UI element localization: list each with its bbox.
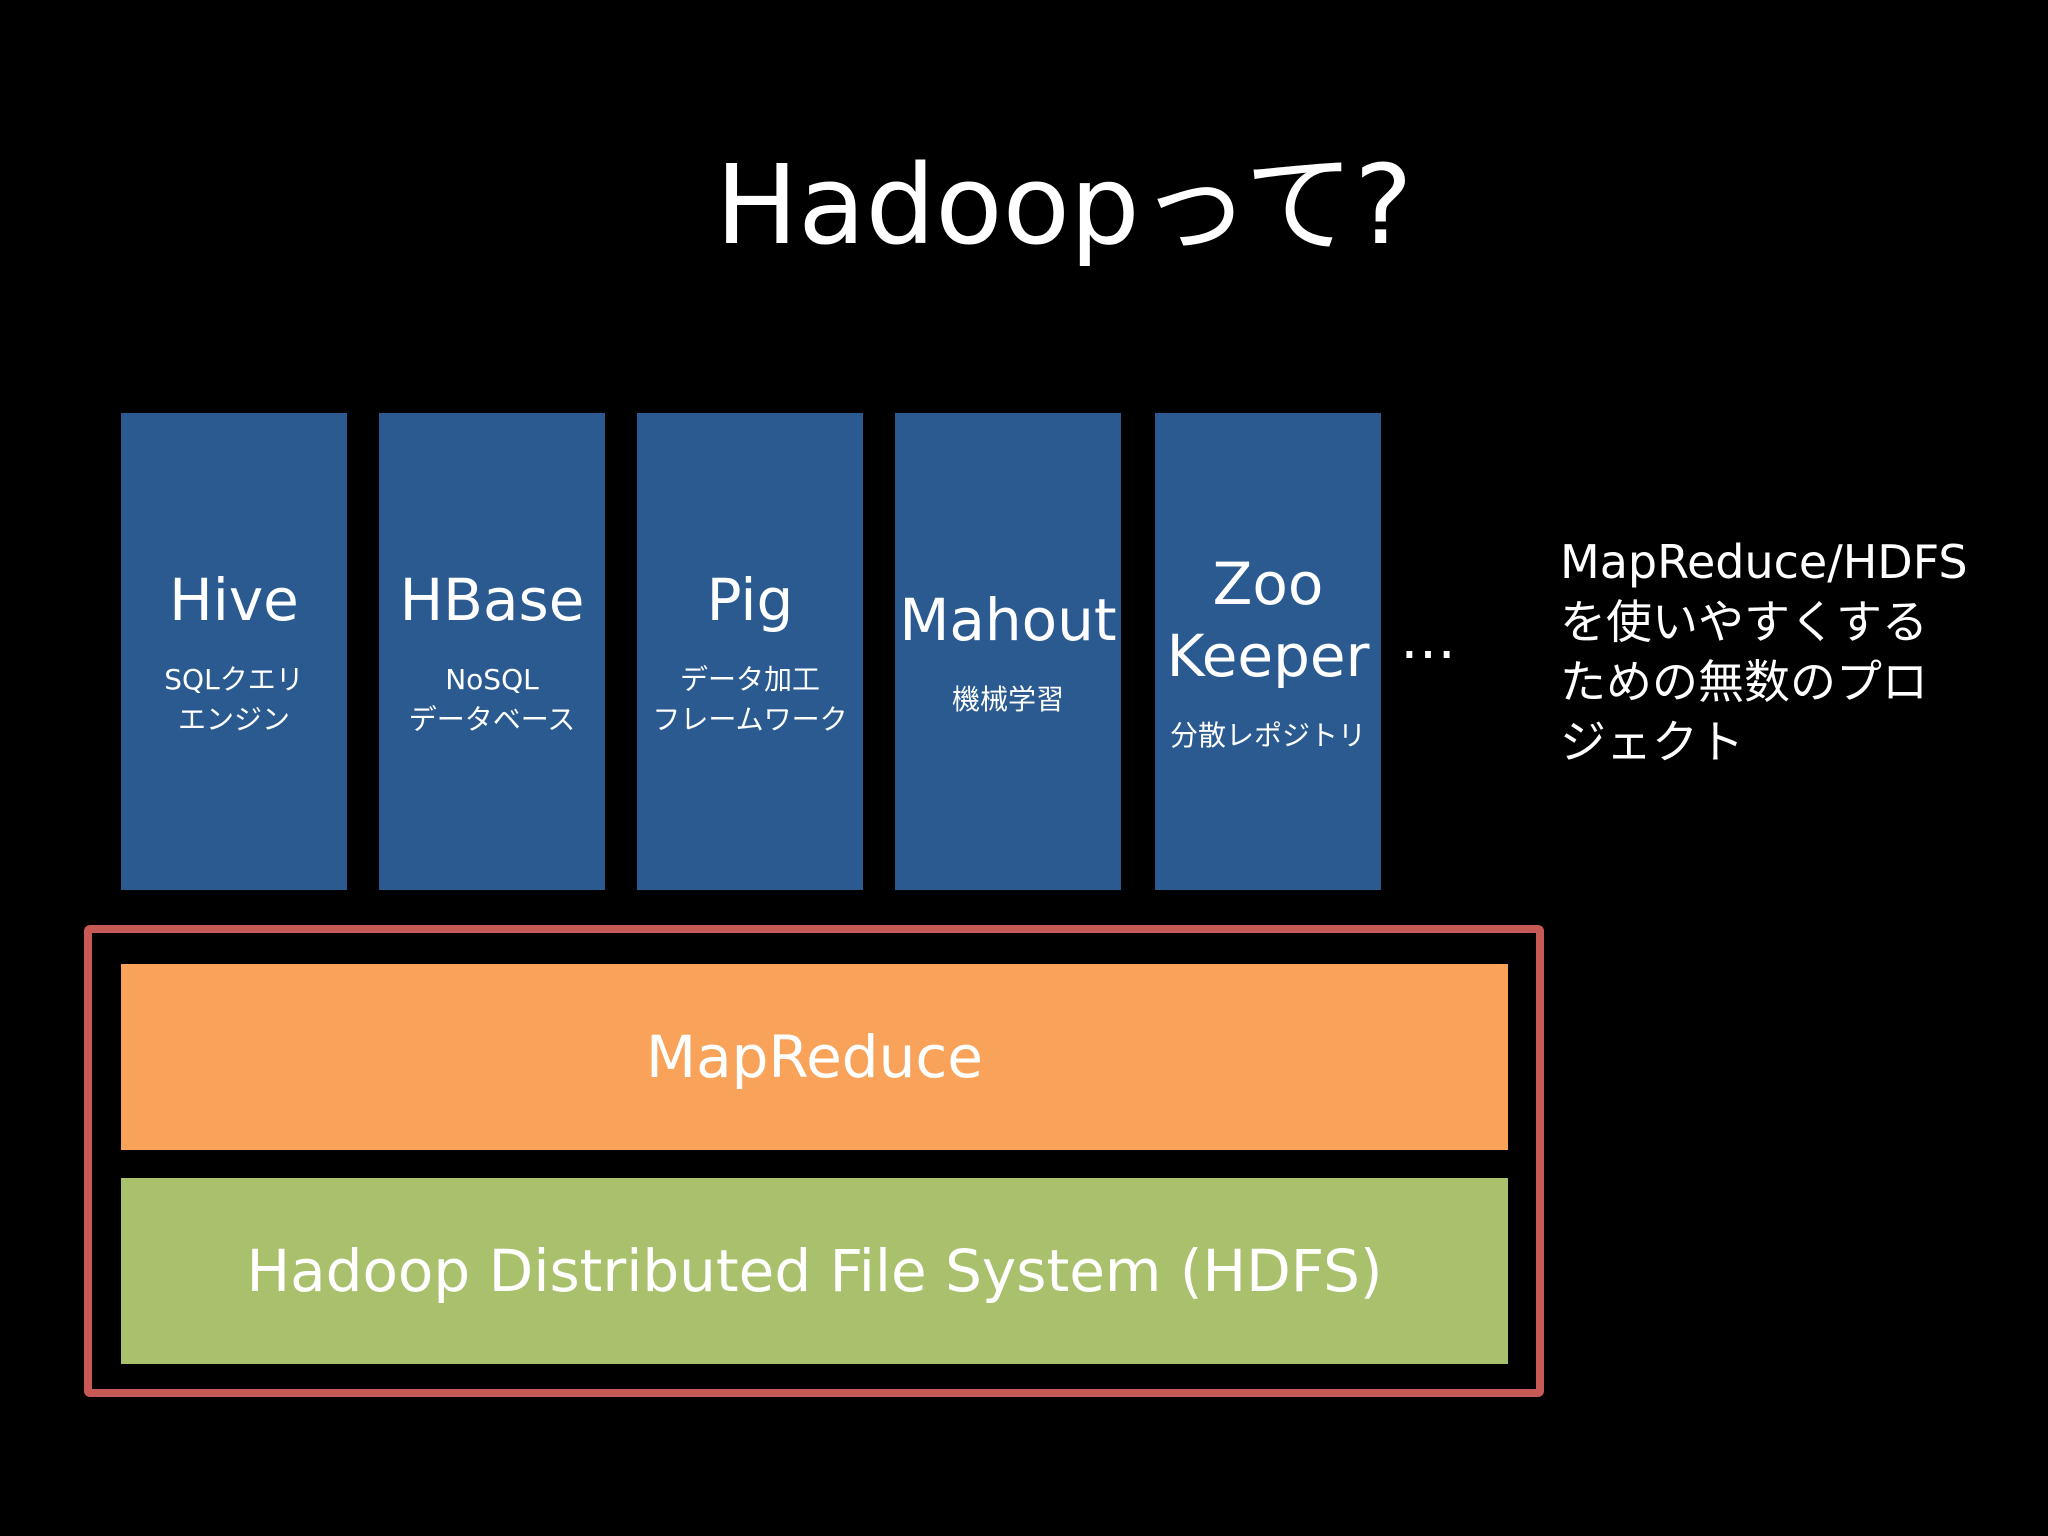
project-desc-line: データベース bbox=[408, 702, 576, 736]
mapreduce-layer: MapReduce bbox=[121, 964, 1508, 1150]
project-desc-line: 機械学習 bbox=[951, 682, 1064, 716]
project-box-hbase: HBase NoSQL データベース bbox=[379, 413, 605, 890]
project-name: Hive bbox=[169, 565, 299, 634]
project-desc-line: フレームワーク bbox=[652, 702, 848, 736]
project-description: 分散レポジトリ bbox=[1170, 716, 1366, 756]
project-box-zookeeper: Zoo Keeper 分散レポジトリ bbox=[1155, 413, 1381, 890]
project-desc-line: SQLクエリ bbox=[164, 662, 304, 696]
side-note-line: ジェクト bbox=[1560, 715, 1744, 769]
side-note-line: を使いやすくする bbox=[1560, 595, 1928, 649]
project-desc-line: データ加工 bbox=[679, 662, 820, 696]
project-box-pig: Pig データ加工 フレームワーク bbox=[637, 413, 863, 890]
side-note: MapReduce/HDFS を使いやすくする ための無数のプロ ジェクト bbox=[1560, 532, 2030, 772]
more-projects-ellipsis: … bbox=[1400, 607, 1458, 672]
side-note-line: MapReduce/HDFS bbox=[1560, 535, 1968, 589]
project-description: 機械学習 bbox=[952, 680, 1064, 720]
project-box-mahout: Mahout 機械学習 bbox=[895, 413, 1121, 890]
project-desc-line: 分散レポジトリ bbox=[1169, 718, 1366, 752]
project-name: Mahout bbox=[899, 585, 1117, 654]
hdfs-layer: Hadoop Distributed File System (HDFS) bbox=[121, 1178, 1508, 1364]
slide-title: Hadoopって? bbox=[715, 141, 1413, 269]
project-name: Zoo Keeper bbox=[1167, 548, 1370, 692]
project-desc-line: NoSQL bbox=[445, 662, 539, 696]
project-box-hive: Hive SQLクエリ エンジン bbox=[121, 413, 347, 890]
side-note-line: ための無数のプロ bbox=[1560, 655, 1928, 709]
project-desc-line: エンジン bbox=[177, 702, 290, 736]
project-description: NoSQL データベース bbox=[409, 660, 576, 740]
hadoop-core-frame bbox=[84, 925, 1544, 1397]
project-name-line: Keeper bbox=[1166, 621, 1370, 690]
project-name-line: Zoo bbox=[1212, 549, 1324, 618]
project-description: SQLクエリ エンジン bbox=[164, 660, 303, 740]
project-name: Pig bbox=[706, 565, 794, 634]
project-description: データ加工 フレームワーク bbox=[652, 660, 847, 740]
project-name: HBase bbox=[399, 565, 585, 634]
